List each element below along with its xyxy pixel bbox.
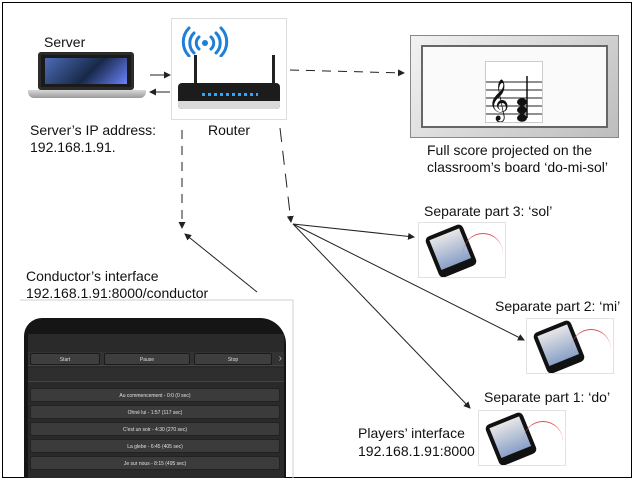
start-button[interactable]: Start <box>30 353 100 365</box>
part3-label: Separate part 3: ‘sol’ <box>424 203 553 219</box>
phone-part2 <box>526 318 614 374</box>
section-item[interactable]: C'est un soir - 4:30 (270 sec) <box>30 422 280 436</box>
conductor-screen: Start Pause Stop › Au commencement - 0:0… <box>28 334 284 478</box>
score-staff: 𝄞 <box>485 61 543 123</box>
server-laptop <box>28 52 146 102</box>
server-ip-label: Server’s IP address: <box>30 122 157 138</box>
router-label: Router <box>208 122 251 138</box>
laptop-screen <box>38 52 134 90</box>
arrow-router-to-hub <box>279 127 294 223</box>
conductor-interface-url: 192.168.1.91:8000/conductor <box>26 285 209 301</box>
arrow-router-to-score <box>289 69 405 77</box>
section-item[interactable]: La glebe - 6:45 (405 sec) <box>30 439 280 453</box>
router-device <box>171 18 287 120</box>
server-label: Server <box>44 34 86 50</box>
stop-button[interactable]: Stop <box>194 353 272 365</box>
players-interface-url: 192.168.1.91:8000 <box>358 443 475 459</box>
score-caption-line2: classroom’s board ‘do-mi-sol’ <box>427 159 609 175</box>
pause-button[interactable]: Pause <box>104 353 190 365</box>
section-item[interactable]: Au commencement - 0:0 (0 sec) <box>30 388 280 402</box>
part1-label: Separate part 1: ‘do’ <box>484 389 611 405</box>
wifi-icon <box>181 26 229 57</box>
part2-label: Separate part 2: ‘mi’ <box>495 298 621 314</box>
conductor-spacer-row <box>28 368 284 382</box>
section-item[interactable]: Ohné lui - 1:57 (117 sec) <box>30 405 280 419</box>
conductor-toolbar: Start Pause Stop › <box>28 352 284 366</box>
score-projection: 𝄞 <box>410 35 619 138</box>
conductor-tablet: Start Pause Stop › Au commencement - 0:0… <box>24 318 286 478</box>
phone-part1 <box>478 410 566 466</box>
chevron-right-icon[interactable]: › <box>278 353 282 364</box>
arrow-conductor-to-router <box>184 233 258 293</box>
arrow-hub-to-part1 <box>292 223 471 409</box>
score-caption-line1: Full score projected on the <box>427 142 592 158</box>
laptop-base <box>28 90 146 98</box>
router-leds <box>202 93 258 96</box>
conductor-interface-label: Conductor’s interface <box>26 268 159 284</box>
arrow-hub-to-part2 <box>292 223 525 341</box>
section-item[interactable]: Je sur nous - 8:15 (495 sec) <box>30 456 280 470</box>
players-interface-label: Players’ interface <box>358 425 465 441</box>
server-ip-value: 192.168.1.91. <box>30 139 116 155</box>
treble-clef-icon: 𝄞 <box>488 79 509 122</box>
arrow-hub-to-part3 <box>292 223 415 240</box>
phone-part3 <box>418 222 506 278</box>
